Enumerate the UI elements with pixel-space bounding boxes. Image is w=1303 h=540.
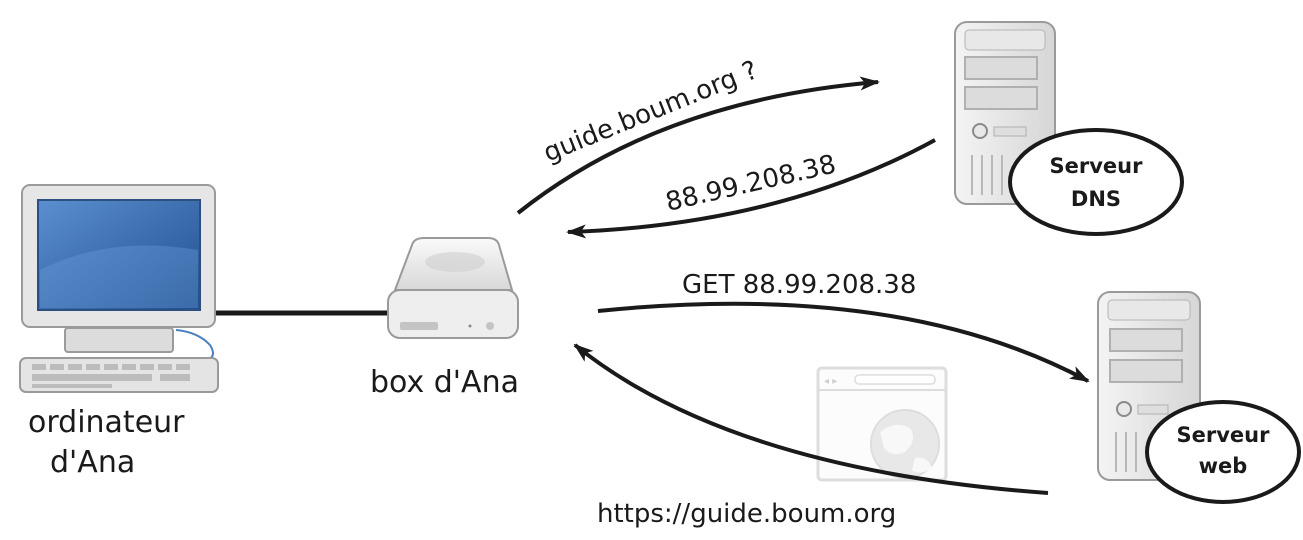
arrow-http-response — [573, 343, 1049, 495]
arrow-dns-query — [516, 76, 880, 215]
arrow-dns-response — [566, 138, 936, 239]
dns-server-label-line1: Serveur — [1050, 154, 1144, 178]
http-response-label: https://guide.boum.org — [597, 499, 896, 529]
web-server-label-line1: Serveur — [1177, 423, 1271, 447]
web-server-badge — [1145, 400, 1301, 504]
dns-server-label-line2: DNS — [1071, 187, 1121, 211]
box-router-icon — [387, 237, 519, 339]
arrow-http-request — [597, 301, 1090, 383]
http-request-label: GET 88.99.208.38 — [682, 270, 916, 300]
dns-server-badge — [1008, 128, 1184, 236]
dns-query-label: guide.boum.org ? — [539, 55, 762, 168]
web-server-label-line2: web — [1199, 454, 1248, 478]
computer-label-line2: d'Ana — [50, 445, 135, 480]
computer-icon — [19, 184, 219, 393]
web-page-icon: ◂ ▸ — [816, 366, 948, 482]
box-label: box d'Ana — [370, 365, 519, 400]
computer-label-line1: ordinateur — [28, 405, 185, 440]
svg-text:◂ ▸: ◂ ▸ — [824, 376, 837, 387]
